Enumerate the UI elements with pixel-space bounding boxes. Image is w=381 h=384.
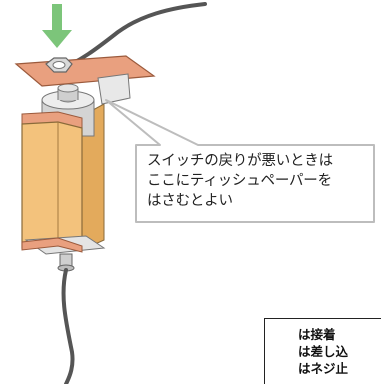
bottom-screw bbox=[57, 253, 75, 272]
legend-label: はネジ止 bbox=[298, 361, 349, 376]
legend-item-screw: はネジ止 bbox=[287, 360, 381, 377]
press-down-arrow bbox=[42, 4, 72, 48]
bottom-cable bbox=[61, 268, 75, 384]
legend-label: は接着 bbox=[298, 327, 336, 342]
copper-top-plate bbox=[14, 55, 156, 87]
callout-text: スイッチの戻りが悪いときは ここにティッシュペーパーを はさむとよい bbox=[136, 145, 374, 222]
top-nut bbox=[45, 57, 73, 73]
callout-line: スイッチの戻りが悪いときは bbox=[147, 153, 333, 169]
legend-label: は差し込 bbox=[298, 344, 349, 359]
callout-line: ここにティッシュペーパーを bbox=[147, 173, 332, 189]
callout-line: はさむとよい bbox=[147, 193, 233, 209]
plate-hinge bbox=[97, 73, 131, 105]
legend-item-glue: は接着 bbox=[287, 326, 381, 343]
callout-bubble bbox=[105, 99, 375, 223]
box-front-panel bbox=[21, 121, 83, 251]
legend-item-insert: は差し込 bbox=[287, 343, 381, 360]
legend-box: は接着 は差し込 はネジ止 bbox=[264, 318, 381, 384]
